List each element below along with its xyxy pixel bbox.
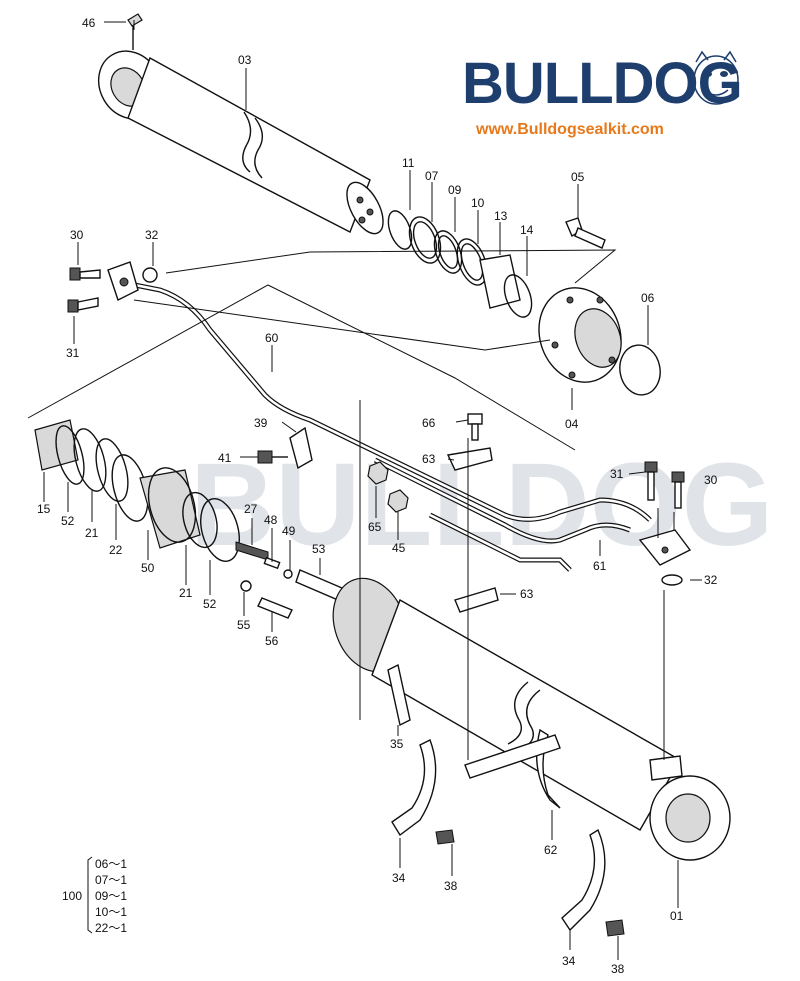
label-65: 65 [368, 520, 382, 534]
label-06: 06 [641, 291, 655, 305]
brand-url: www.Bulldogsealkit.com [475, 121, 664, 138]
label-32-right: 32 [704, 573, 718, 587]
seal-rings-top [387, 210, 533, 318]
part-number-labels: 46 03 11 07 09 10 13 14 05 06 04 30 32 3… [37, 16, 718, 976]
kit-item-2: 07～1 [95, 873, 127, 887]
cylinder-head-04 [538, 287, 622, 383]
label-22: 22 [109, 543, 123, 557]
label-10: 10 [471, 196, 485, 210]
kit-number: 100 [62, 889, 82, 903]
label-32-left: 32 [145, 228, 159, 242]
bolt-66 [467, 413, 483, 441]
label-27: 27 [244, 502, 258, 516]
label-35: 35 [390, 737, 404, 751]
label-30-left: 30 [70, 228, 84, 242]
seal-kit-list: 100 06～1 07～1 09～1 10～1 22～1 [62, 857, 127, 935]
leader-lines [27, 20, 702, 960]
label-07: 07 [425, 169, 439, 183]
kit-item-3: 09～1 [95, 889, 127, 903]
label-62: 62 [544, 843, 558, 857]
label-04: 04 [565, 417, 579, 431]
label-45: 45 [392, 541, 406, 555]
label-53: 53 [312, 542, 326, 556]
label-61: 61 [593, 559, 607, 573]
kit-item-5: 22～1 [95, 921, 127, 935]
label-15: 15 [37, 502, 51, 516]
label-52-left: 52 [61, 514, 75, 528]
label-13: 13 [494, 209, 508, 223]
clamp-35 [387, 663, 411, 727]
bolt-38-right [605, 919, 625, 937]
clamp-34-right [561, 828, 606, 932]
label-31-right: 31 [610, 467, 624, 481]
clamp-39 [289, 426, 313, 470]
label-14: 14 [520, 223, 534, 237]
label-05: 05 [571, 170, 585, 184]
label-21-right: 21 [179, 586, 193, 600]
bolt-30-right [671, 471, 685, 509]
nut-45 [387, 489, 409, 513]
kit-item-4: 10～1 [95, 905, 127, 919]
bracket-plate [464, 734, 561, 779]
kit-item-1: 06～1 [95, 857, 127, 871]
label-60: 60 [265, 331, 279, 345]
label-34-right: 34 [562, 954, 576, 968]
bolt-05 [565, 217, 606, 249]
o-ring-32-right [661, 574, 683, 586]
nut-65 [367, 461, 389, 485]
label-63-lower: 63 [520, 587, 534, 601]
clamp-34-left [391, 739, 437, 837]
label-30-right: 30 [704, 473, 718, 487]
label-31-left: 31 [66, 346, 80, 360]
label-63-upper: 63 [422, 452, 436, 466]
bolt-38-left [435, 829, 455, 845]
o-ring-32-left [142, 267, 158, 283]
bolt-30-left [69, 267, 101, 281]
label-01: 01 [670, 909, 684, 923]
pipe-60 [107, 261, 652, 522]
bolt-31-left [67, 297, 99, 313]
label-48: 48 [264, 513, 278, 527]
label-21-left: 21 [85, 526, 99, 540]
label-34-left: 34 [392, 871, 406, 885]
label-38-right: 38 [611, 962, 625, 976]
label-52-right: 52 [203, 597, 217, 611]
label-49: 49 [282, 524, 296, 538]
o-ring-06 [619, 344, 661, 396]
piston-parts [34, 419, 343, 619]
label-50: 50 [141, 561, 155, 575]
label-41: 41 [218, 451, 232, 465]
label-46: 46 [82, 16, 96, 30]
label-56: 56 [265, 634, 279, 648]
clamp-63-upper [446, 447, 493, 471]
label-38-left: 38 [444, 879, 458, 893]
brand-logo: BULLDOG www.Bulldogsealkit.com [462, 50, 743, 138]
label-66: 66 [422, 416, 436, 430]
label-55: 55 [237, 618, 251, 632]
brand-name: BULLDOG [462, 51, 742, 116]
label-11: 11 [402, 156, 415, 170]
label-09: 09 [448, 183, 462, 197]
cylinder-tube-01 [332, 577, 731, 861]
piston-rod-03 [97, 13, 384, 235]
label-03: 03 [238, 53, 252, 67]
bolt-41 [257, 450, 288, 464]
clamp-63-lower [454, 587, 499, 613]
bulldog-mascot-icon [693, 50, 739, 105]
pipe-61 [373, 457, 692, 572]
bolt-31-right [644, 461, 658, 501]
label-39: 39 [254, 416, 268, 430]
